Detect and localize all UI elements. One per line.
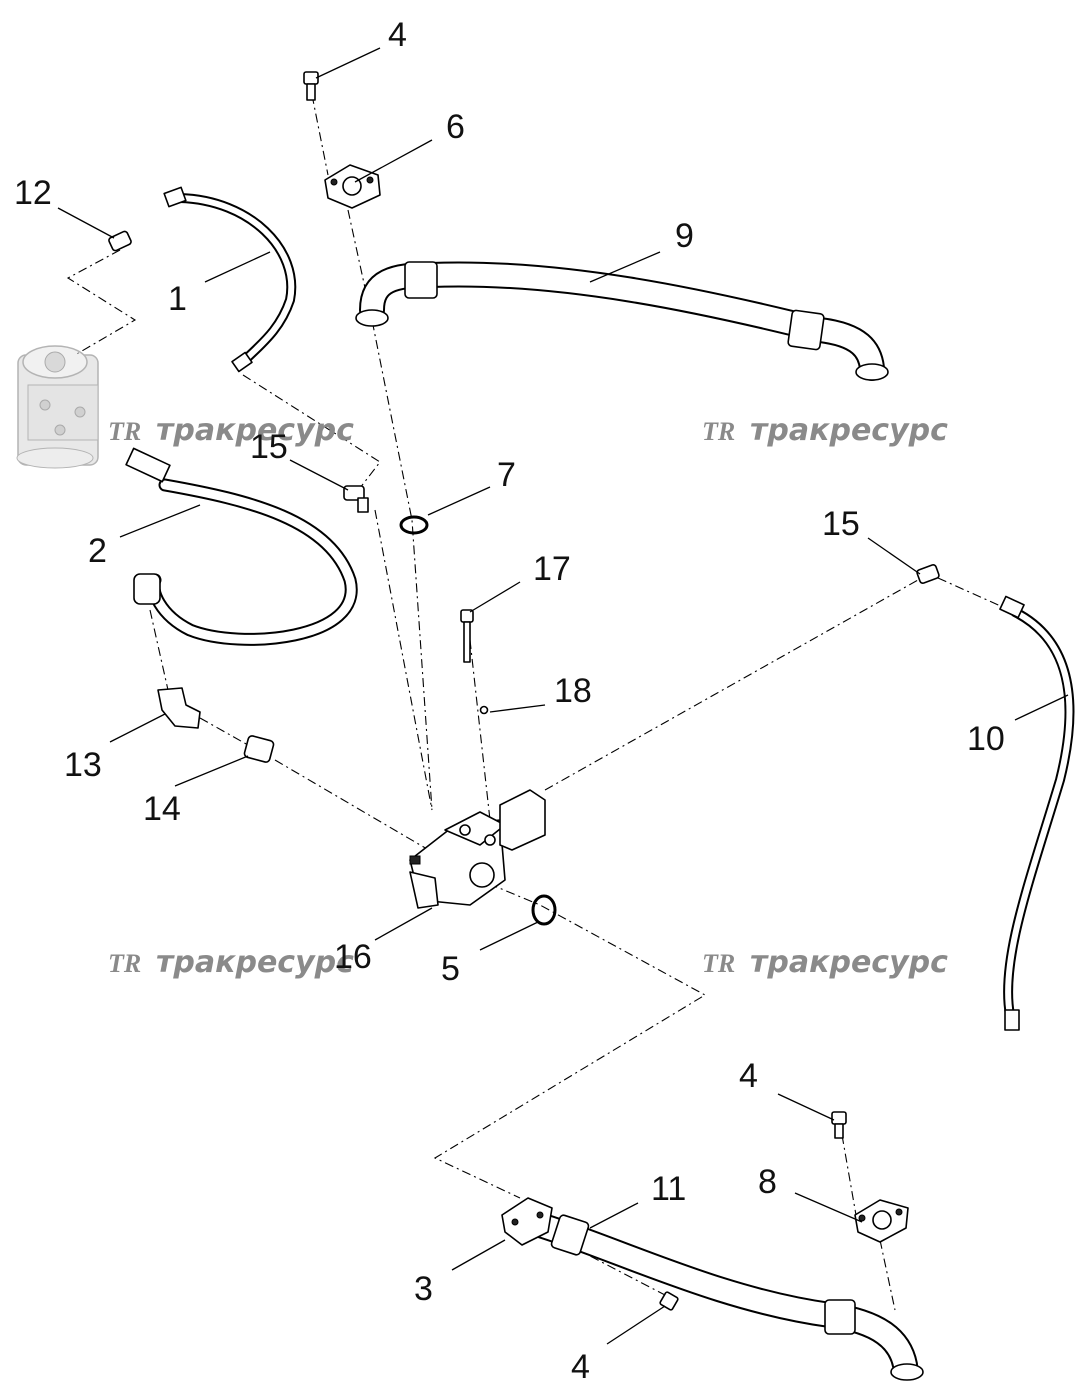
svg-text:TR: TR [108,949,141,978]
watermark-2: TR тракресурс [702,413,948,448]
o-ring-5 [531,894,557,926]
flange-clamp-6 [324,164,381,209]
leader-lines [57,47,1069,1345]
callout-14: 14 [143,790,181,828]
steering-control-unit [16,345,99,469]
svg-text:TR: TR [702,949,735,978]
ball-18 [479,705,489,715]
callout-2: 2 [88,532,107,570]
adapter-14 [243,735,275,763]
flange-clamp-8 [854,1199,909,1243]
elbow-15-right [916,564,940,584]
elbow-13 [157,687,201,729]
callout-10: 10 [967,720,1005,758]
callout-6: 6 [446,108,465,146]
hose-1 [163,186,297,373]
callout-7: 7 [497,456,516,494]
callout-4-right: 4 [739,1057,758,1095]
callout-16: 16 [334,938,372,976]
callout-8: 8 [758,1163,777,1201]
hose-9 [355,261,889,381]
callout-9: 9 [675,217,694,255]
bolt-4-bottom [659,1291,679,1311]
callout-11: 11 [651,1170,686,1208]
bolt-4-right [831,1111,847,1139]
callouts: 4 6 12 9 1 15 7 15 2 17 18 10 13 14 16 5… [14,16,1005,1386]
svg-text:тракресурс: тракресурс [750,945,948,980]
callout-15-left: 15 [250,428,288,466]
o-ring-7 [399,515,429,535]
callout-17: 17 [533,550,571,588]
svg-text:TR: TR [702,417,735,446]
callout-18: 18 [554,672,592,710]
callout-3: 3 [414,1270,433,1308]
watermark-1: TR тракресурс [108,413,354,448]
flange-clamp-3 [501,1197,553,1246]
callout-4-bottom: 4 [571,1348,590,1386]
callout-12: 12 [14,174,52,212]
svg-text:тракресурс: тракресурс [156,413,354,448]
bolt-17 [460,609,474,663]
valve-block-16 [409,789,546,909]
callout-5: 5 [441,950,460,988]
hose-10 [999,595,1075,1031]
adapter-12 [108,230,132,252]
callout-4-top: 4 [388,16,407,54]
elbow-15-left [343,485,369,513]
hose-11 [527,1212,924,1381]
watermark-3: TR тракресурс [108,945,354,980]
bolt-4-top [303,71,319,101]
hose-2 [125,447,358,646]
watermark-4: TR тракресурс [702,945,948,980]
callout-13: 13 [64,746,102,784]
svg-text:тракресурс: тракресурс [156,945,354,980]
svg-text:TR: TR [108,417,141,446]
callout-15-right: 15 [822,505,860,543]
callout-1: 1 [168,280,187,318]
svg-text:тракресурс: тракресурс [750,413,948,448]
